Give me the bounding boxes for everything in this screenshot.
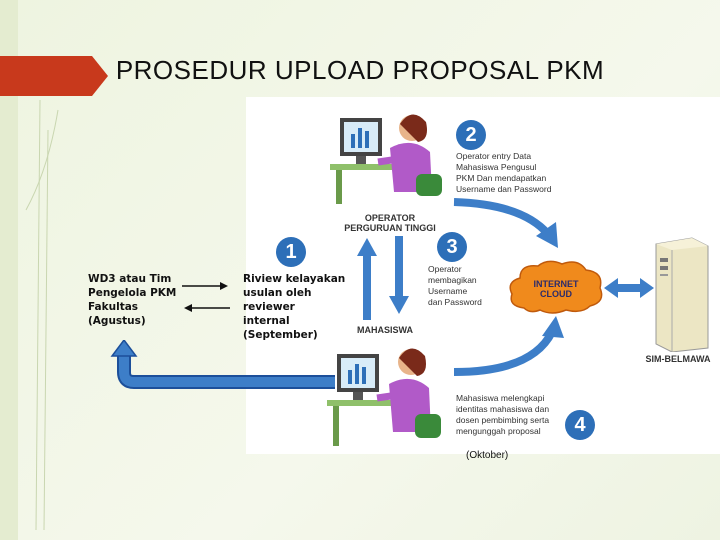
mahasiswa-cloud-arrow (453, 316, 564, 376)
step-2-text: Operator entry Data Mahasiswa Pengusul P… (456, 151, 552, 194)
cloud-label: INTERNET CLOUD (533, 279, 579, 299)
server-label: SIM-BELMAWA (645, 354, 711, 364)
step-4-badge: 4 (565, 410, 595, 440)
page-title: PROSEDUR UPLOAD PROPOSAL PKM (115, 55, 605, 85)
step-3-badge: 3 (437, 232, 467, 262)
october-label: (Oktober) (466, 450, 509, 461)
left-decor-bar (0, 0, 18, 540)
operator-mahasiswa-arrows (357, 236, 409, 320)
diagram-panel (246, 97, 720, 454)
operator-cloud-arrow (453, 198, 558, 248)
server-icon (655, 237, 709, 352)
review-text: Riview kelayakan usulan oleh reviewer in… (243, 273, 346, 341)
return-arrow (110, 340, 335, 389)
faculty-text: WD3 atau Tim Pengelola PKM Fakultas (Agu… (88, 273, 177, 327)
step-1-badge: 1 (276, 237, 306, 267)
operator-illustration (330, 114, 442, 204)
title-accent-tab (0, 56, 108, 96)
mahasiswa-illustration (327, 348, 441, 446)
step-2-badge: 2 (456, 120, 486, 150)
step-3-text: Operator membagikan Username dan Passwor… (428, 264, 482, 307)
mahasiswa-label: MAHASISWA (357, 325, 413, 335)
step-4-text: Mahasiswa melengkapi identitas mahasiswa… (456, 393, 550, 436)
operator-label: OPERATOR PERGURUAN TINGGI (344, 213, 436, 233)
decor-lines (25, 99, 59, 531)
exchange-arrows (182, 282, 230, 312)
internet-cloud-icon (509, 260, 603, 314)
cloud-server-arrow (604, 278, 654, 298)
